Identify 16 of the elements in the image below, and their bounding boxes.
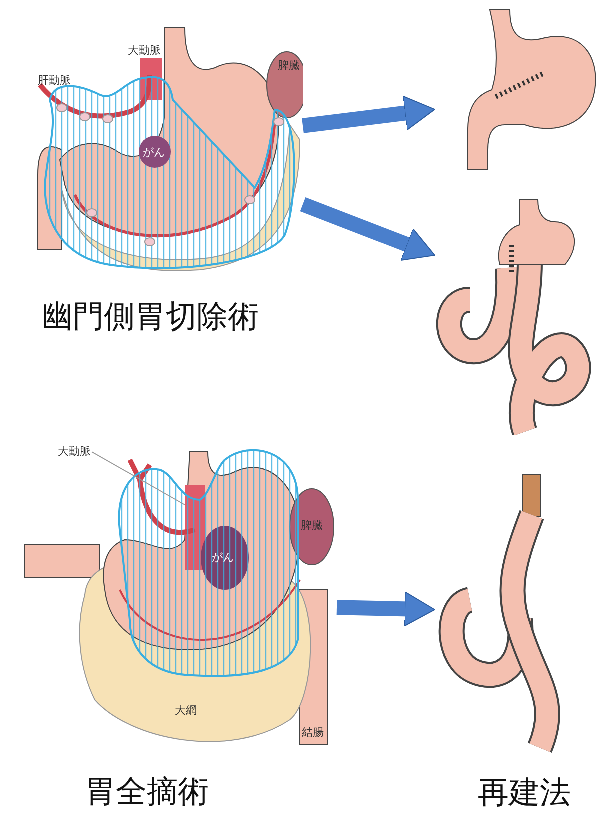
anatomy-label: 大動脈 [58, 446, 91, 458]
anatomy-label: 脾臓 [278, 60, 300, 72]
section-caption: 胃全摘術 [85, 775, 209, 810]
anatomy-label: 大網 [175, 705, 197, 718]
anatomy-label: がん [212, 552, 234, 564]
anatomy-label: 脾臓 [301, 520, 323, 532]
anatomy-label: 肝動脈 [38, 75, 71, 88]
section-caption: 幽門側胃切除術 [42, 300, 259, 334]
anatomy-label: 結腸 [302, 727, 324, 740]
arrow [302, 96, 436, 134]
anatomy-label: がん [143, 147, 165, 160]
leader-line [92, 452, 186, 506]
arrow [336, 592, 436, 627]
arrow [300, 198, 436, 262]
section-caption: 再建法 [478, 776, 571, 810]
anatomy-label: 大動脈 [128, 45, 161, 58]
